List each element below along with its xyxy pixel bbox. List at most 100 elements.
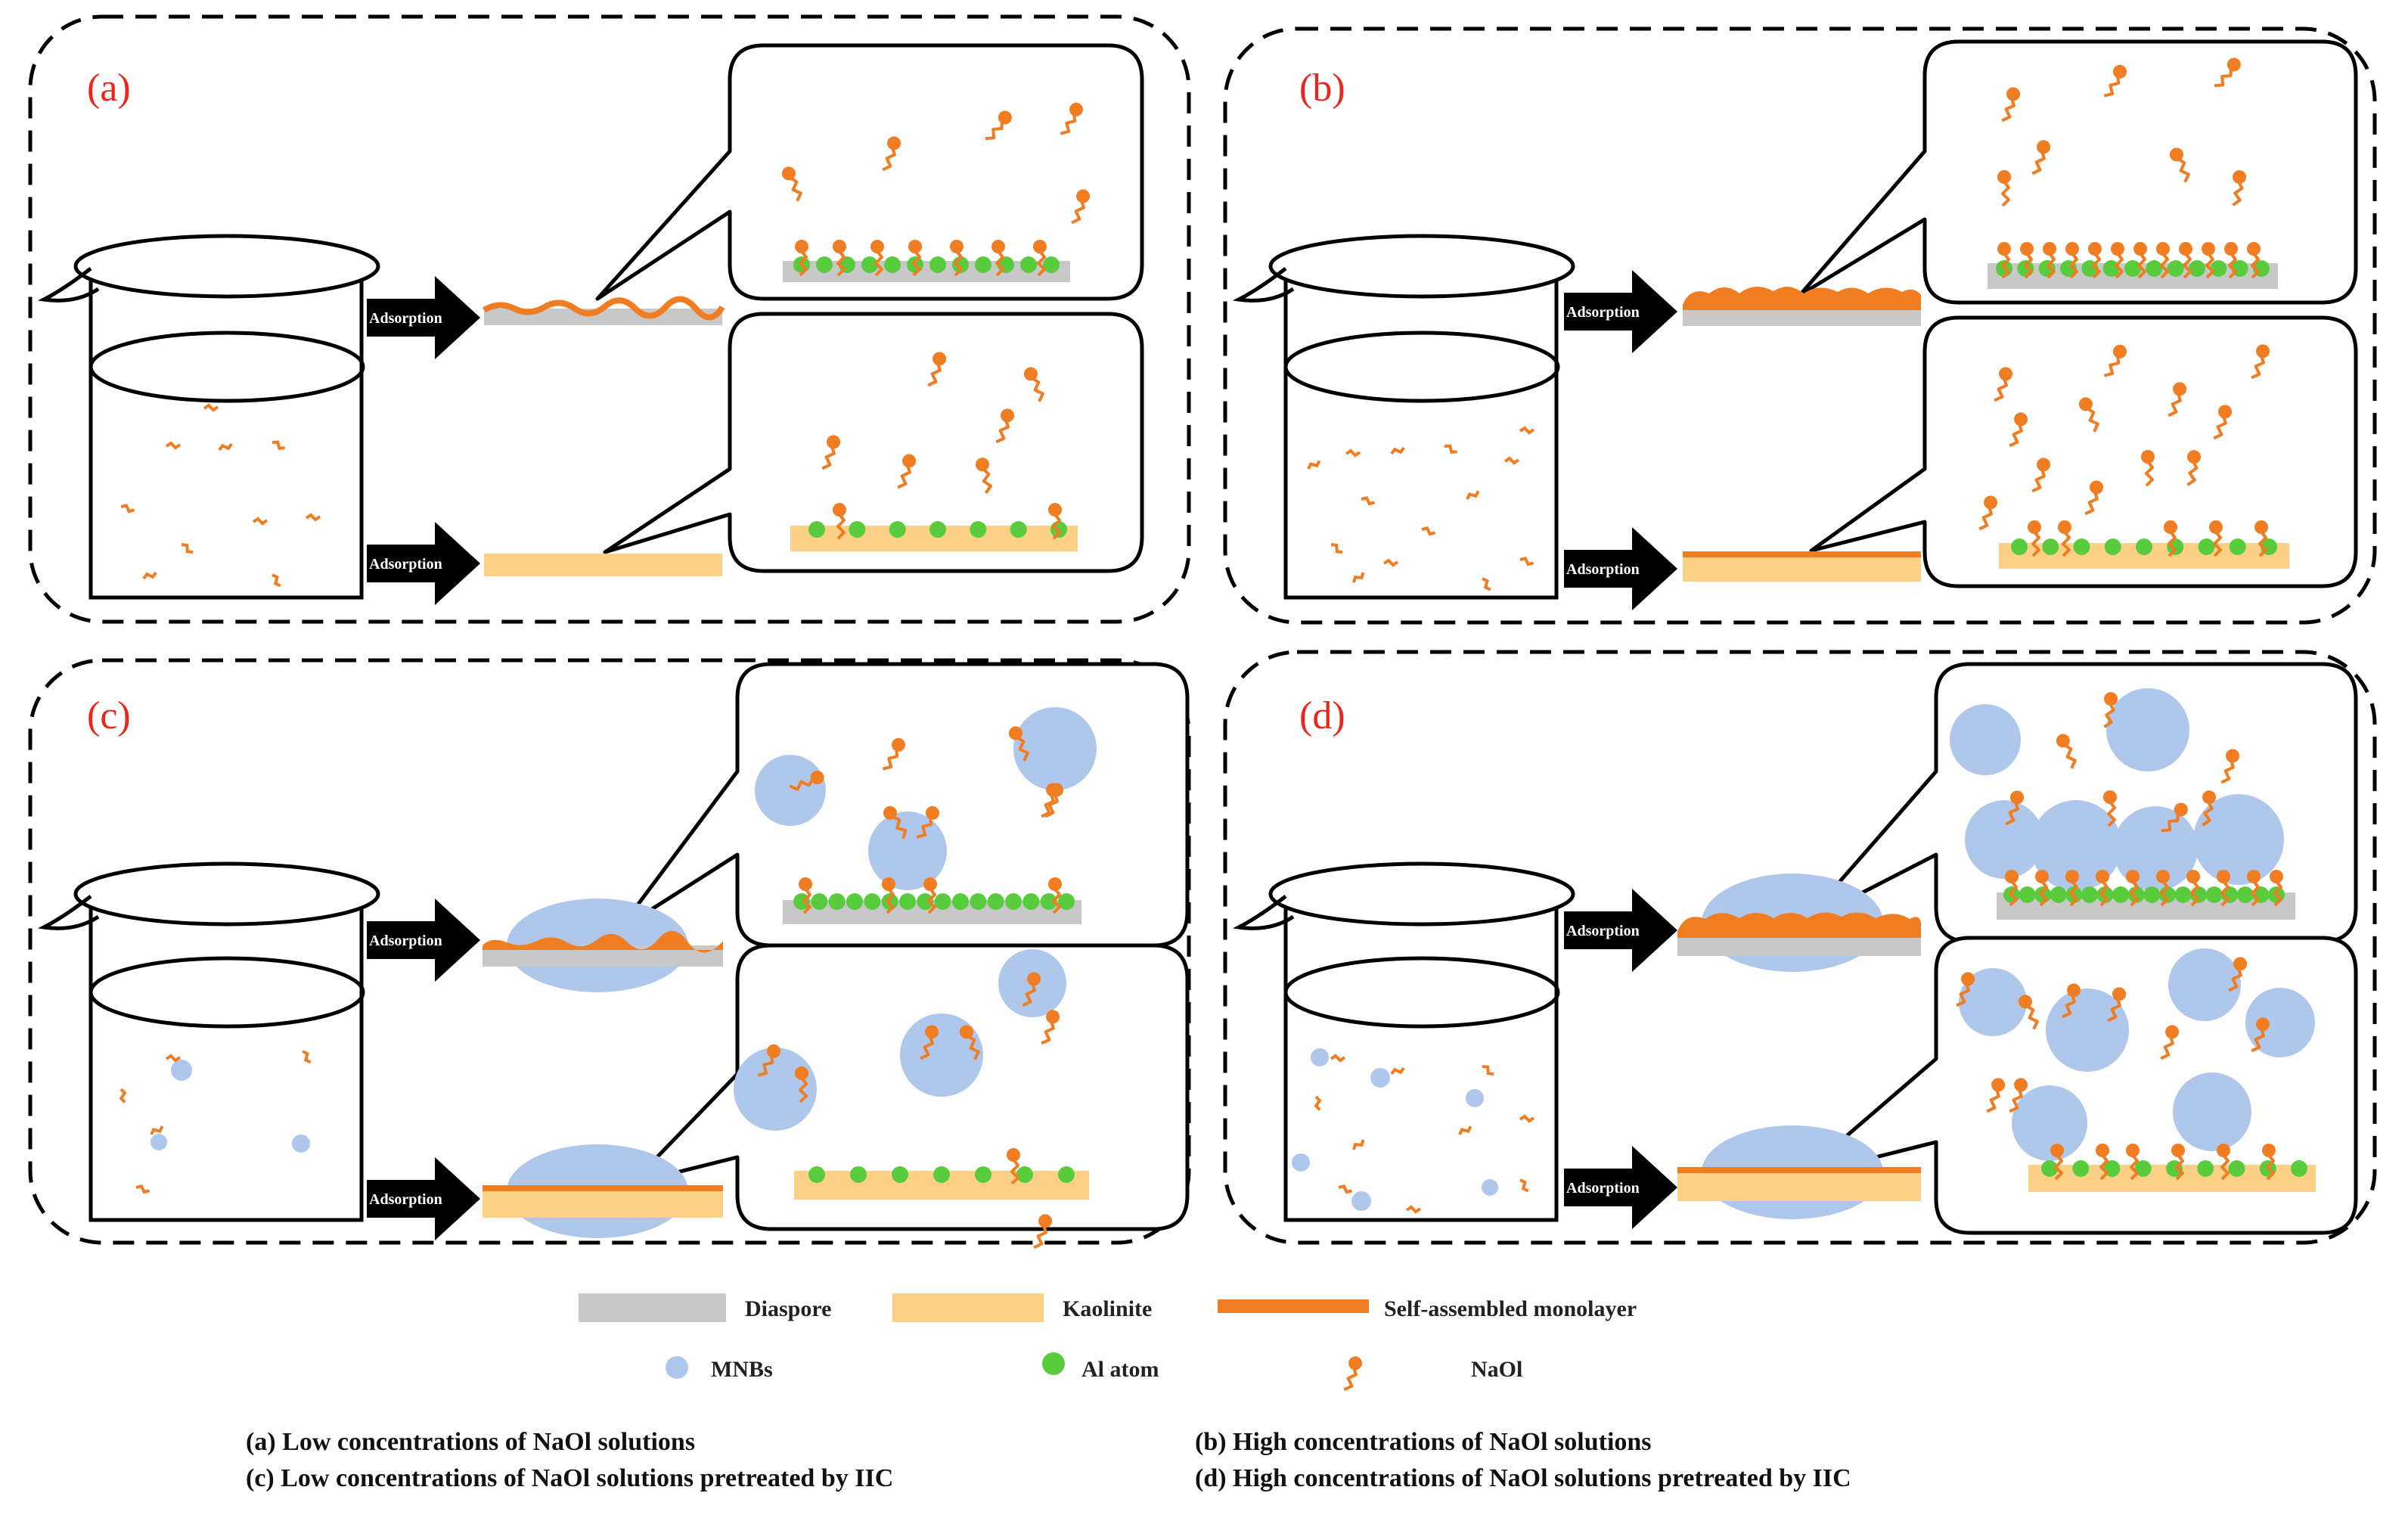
al-atom — [849, 521, 866, 538]
naol-molecule — [1007, 1148, 1020, 1185]
naol-molecules — [119, 57, 2283, 1249]
naol-molecule — [2262, 1144, 2276, 1181]
al-atom — [2081, 886, 2098, 903]
naol-molecule — [2056, 734, 2077, 769]
al-atom — [1010, 521, 1027, 538]
arrow-d-top-shape — [1564, 889, 1677, 972]
naol-molecule — [995, 408, 1015, 444]
al-atom — [929, 256, 946, 273]
naol-molecule — [1519, 556, 1534, 566]
mnb — [150, 1134, 167, 1150]
naol-molecule — [882, 136, 901, 172]
naol-molecule — [833, 240, 846, 277]
naol-molecule — [1352, 1139, 1365, 1150]
naol-molecule — [2031, 458, 2051, 493]
caption-c: (c) Low concentrations of NaOl solutions… — [246, 1464, 893, 1492]
al-atom — [2167, 260, 2184, 277]
al-atom — [2073, 539, 2090, 555]
al-atom — [808, 521, 825, 538]
al-atom — [811, 893, 828, 910]
legend-naol-swatch — [1343, 1356, 1363, 1392]
naol-molecule — [2217, 1144, 2230, 1181]
naol-molecule — [2103, 64, 2127, 98]
naol-molecule — [1405, 1205, 1422, 1214]
naol-molecule — [1444, 444, 1457, 454]
naol-molecule — [2160, 1025, 2180, 1060]
mnb — [1959, 968, 2027, 1036]
naol-molecule — [833, 503, 846, 540]
naol-molecule — [1345, 449, 1361, 458]
arrow-c-bottom-label: Adsorption — [369, 1191, 442, 1208]
legend-kaolinite-label: Kaolinite — [1063, 1296, 1152, 1321]
al-atom — [952, 893, 969, 910]
naol-molecule — [920, 1025, 939, 1060]
naol-molecule — [757, 1044, 780, 1077]
legend: Diaspore Kaolinite Self-assembled monola… — [579, 1293, 1637, 1392]
naol-molecule — [2126, 870, 2140, 907]
naol-molecule — [1458, 1125, 1472, 1135]
al-atom — [2197, 1160, 2214, 1177]
al-atom — [2167, 539, 2184, 555]
beaker-b — [1232, 234, 1575, 600]
legend-al-atom-label: Al atom — [1081, 1357, 1159, 1382]
naol-molecule — [1466, 490, 1480, 500]
al-atom — [2146, 260, 2163, 277]
naol-molecule — [985, 110, 1012, 141]
arrow-b-top-shape — [1564, 270, 1677, 353]
naol-molecule — [2018, 995, 2039, 1030]
surface-d-kaolinite — [1677, 1171, 1921, 1201]
al-atoms — [793, 256, 2307, 1183]
naol-molecule — [2251, 344, 2270, 380]
al-atom — [2198, 539, 2215, 555]
panel-frames — [28, 14, 2377, 1245]
al-atom — [1016, 1166, 1033, 1183]
arrow-d-bottom-label: Adsorption — [1566, 1180, 1640, 1197]
naol-molecule — [2103, 692, 2118, 728]
arrow-d-bottom: Adsorption — [1564, 1146, 1677, 1229]
naol-molecule — [2254, 520, 2268, 557]
naol-molecule — [1997, 242, 2011, 279]
panel-d-label: (d) — [1299, 694, 1345, 737]
naol-molecule — [181, 543, 194, 554]
naol-molecule — [2096, 870, 2109, 907]
legend-diaspore-swatch — [579, 1293, 726, 1322]
arrow-b-top-label: Adsorption — [1566, 304, 1640, 321]
naol-molecule — [2169, 147, 2190, 183]
naol-molecule — [1519, 426, 1535, 435]
al-atom — [2236, 886, 2254, 903]
bubble-a-bottom — [603, 312, 1144, 573]
naol-molecule — [821, 435, 841, 470]
naol-molecule — [2126, 1144, 2140, 1181]
naol-molecule — [1022, 972, 1041, 1007]
naol-molecule — [142, 571, 157, 580]
mnb — [2193, 794, 2284, 885]
al-atom — [2041, 1160, 2058, 1177]
mnb — [2113, 806, 2198, 891]
naol-molecule — [272, 573, 281, 588]
naol-molecule — [2251, 1017, 2270, 1053]
surface-b-kaolinite — [1683, 556, 1921, 582]
legend-monolayer-swatch — [1218, 1299, 1369, 1313]
panel-d-frame — [1223, 650, 2377, 1245]
naol-molecule — [1041, 783, 1060, 818]
naol-molecule — [1997, 170, 2011, 207]
naol-molecule — [203, 403, 219, 412]
naol-molecule — [1519, 1114, 1535, 1123]
naol-molecule — [2065, 242, 2079, 279]
mnb — [171, 1060, 192, 1081]
arrow-c-top: Adsorption — [367, 899, 480, 982]
naol-molecule — [1330, 543, 1343, 554]
naol-molecule — [1986, 1078, 2006, 1113]
al-atom — [808, 1166, 825, 1183]
legend-monolayer-label: Self-assembled monolayer — [1384, 1296, 1637, 1321]
naol-molecule — [165, 441, 182, 450]
naol-molecule — [2164, 520, 2177, 557]
arrow-b-bottom: Adsorption — [1564, 527, 1677, 610]
naol-molecule — [908, 240, 922, 277]
naol-molecule — [2103, 344, 2127, 377]
naol-molecule — [2001, 87, 2021, 123]
al-atom — [2174, 886, 2192, 903]
naol-molecule — [302, 1050, 312, 1064]
surface-a-kaolinite — [484, 554, 722, 576]
